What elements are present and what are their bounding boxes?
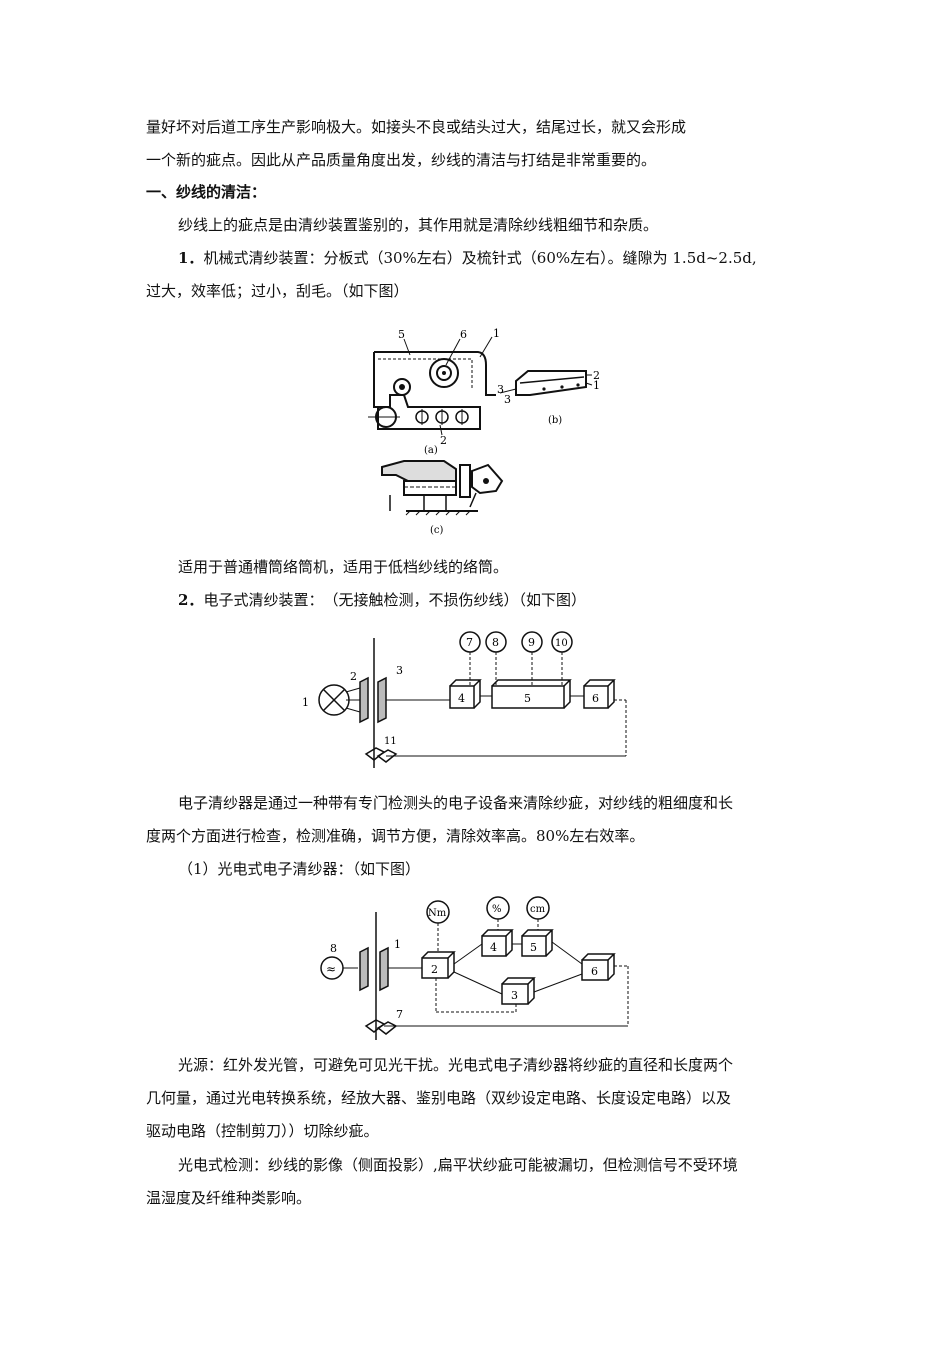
list-text: 电子式清纱装置： （无接触检测，不损伤纱线）（如下图）	[203, 591, 586, 609]
box-label-2: 2	[431, 963, 438, 976]
circle-label-cm: cm	[530, 904, 546, 915]
figure-label: 2	[350, 670, 357, 683]
figure-label: 6	[460, 328, 467, 341]
figure-label: 2	[440, 434, 447, 447]
list-text: 机械式清纱装置：分板式（30%左右）及梳针式（60%左右）。缝隙为 1.5d~2…	[203, 249, 757, 267]
light-source-symbol: ≈	[326, 962, 336, 976]
list-item-2: 2．电子式清纱装置： （无接触检测，不损伤纱线）（如下图）	[178, 590, 586, 610]
figure-label: 1	[493, 327, 500, 340]
figure-label: 11	[384, 736, 397, 747]
box-label-4: 4	[490, 941, 497, 954]
box-label-5: 5	[530, 941, 537, 954]
box-label-3: 3	[511, 989, 518, 1002]
figure-label: 2	[593, 369, 600, 382]
paragraph-line: 纱线上的疵点是由清纱装置鉴别的，其作用就是清除纱线粗细节和杂质。	[178, 216, 659, 234]
paragraph-line: 度两个方面进行检查，检测准确，调节方便，清除效率高。80%左右效率。	[146, 827, 645, 845]
paragraph-line: 一个新的疵点。因此从产品质量角度出发，纱线的清洁与打结是非常重要的。	[146, 151, 657, 169]
paragraph-line: 几何量，通过光电转换系统，经放大器、鉴别电路（双纱设定电路、长度设定电路）以及	[146, 1089, 732, 1107]
list-number: 1．	[178, 249, 204, 267]
figure-mechanical-cleaner: 5 6 1 2 (a) 2 1 3 3 (b) (c)	[368, 327, 600, 536]
paragraph-line: 适用于普通槽筒络筒机，适用于低档纱线的络筒。	[178, 558, 509, 576]
figure-photoelectric-cleaner: ≈ Nm % cm 2 4 5 3 6 8 1 7	[320, 896, 629, 1040]
figure-label: 3	[497, 383, 504, 396]
circle-label-10: 10	[555, 638, 568, 649]
paragraph-line: 光电式检测：纱线的影像（侧面投影）,扁平状纱疵可能被漏切，但检测信号不受环境	[178, 1156, 738, 1174]
figure-electronic-cleaner: 7 8 9 10 4 5 6 1 2 3 11	[302, 631, 627, 768]
section-heading: 一、纱线的清洁：	[146, 183, 267, 201]
circle-label-7: 7	[466, 636, 473, 649]
box-label-6: 6	[591, 965, 598, 978]
figure-label: 1	[394, 938, 401, 951]
figure-label: 3	[396, 664, 403, 677]
box-label-4: 4	[458, 692, 465, 705]
figure-label: (a)	[424, 445, 438, 456]
circle-label-nm: Nm	[428, 908, 447, 919]
paragraph-line: 电子清纱器是通过一种带有专门检测头的电子设备来清除纱疵，对纱线的粗细度和长	[178, 794, 734, 812]
sub-heading: （1）光电式电子清纱器：（如下图）	[178, 860, 421, 878]
paragraph-line: 驱动电路（控制剪刀））切除纱疵。	[146, 1122, 379, 1140]
figure-label: 5	[398, 328, 405, 341]
paragraph-line: 量好坏对后道工序生产影响极大。如接头不良或结头过大，结尾过长，就又会形成	[146, 118, 687, 136]
list-item-1: 1．机械式清纱装置：分板式（30%左右）及梳针式（60%左右）。缝隙为 1.5d…	[178, 248, 757, 268]
circle-label-9: 9	[528, 636, 535, 649]
figure-label: 1	[593, 379, 600, 392]
box-label-6: 6	[592, 692, 599, 705]
figure-label: (c)	[430, 525, 444, 536]
paragraph-line: 温湿度及纤维种类影响。	[146, 1189, 312, 1207]
figure-label: (b)	[548, 415, 562, 426]
paragraph-line: 光源：红外发光管，可避免可见光干扰。光电式电子清纱器将纱疵的直径和长度两个	[178, 1056, 734, 1074]
figure-label: 1	[302, 696, 309, 709]
figure-label: 3	[504, 393, 511, 406]
circle-label-8: 8	[492, 636, 499, 649]
box-label-5: 5	[524, 692, 531, 705]
figure-label: 8	[330, 942, 337, 955]
paragraph-line: 过大，效率低；过小，刮毛。（如下图）	[146, 282, 409, 300]
list-number: 2．	[178, 591, 204, 609]
circle-label-percent: %	[492, 904, 502, 915]
figure-label: 7	[396, 1008, 403, 1021]
